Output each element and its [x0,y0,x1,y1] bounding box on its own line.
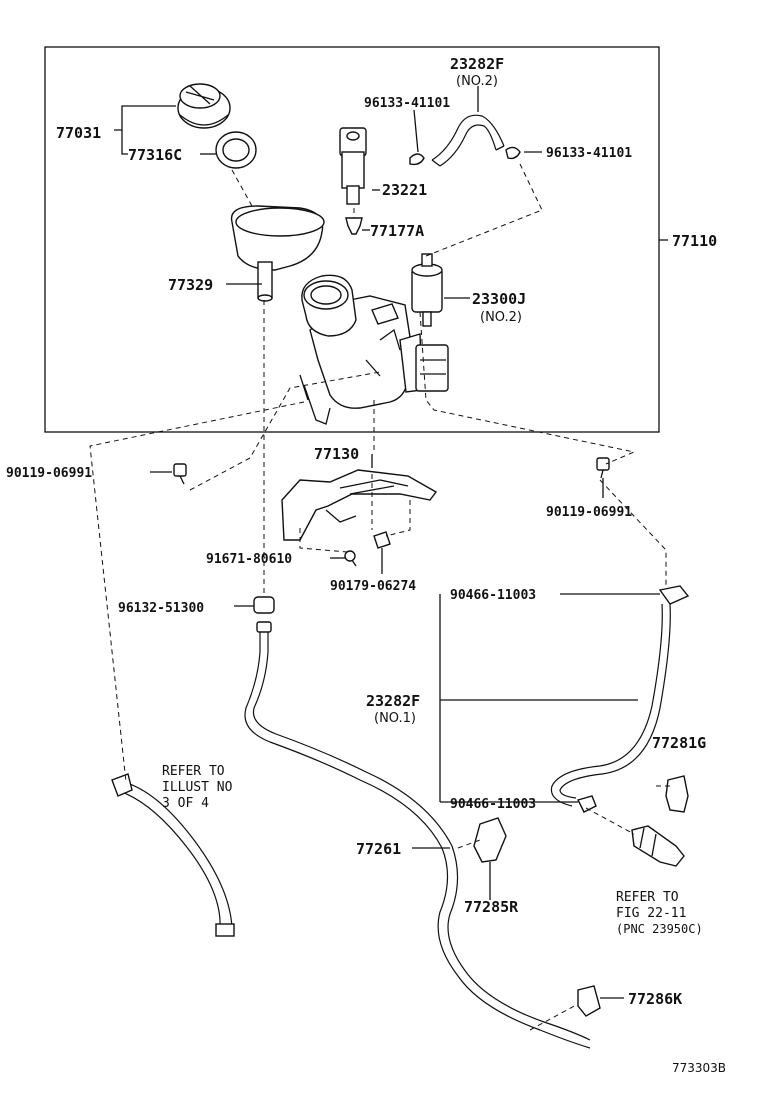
label-77285r: 77285R [464,898,519,916]
washer-nozzle [631,825,685,867]
label-77286k: 77286K [628,990,682,1008]
bolt-90119-left [173,463,187,485]
label-96133-a: 96133-41101 [364,96,450,111]
label-77261: 77261 [356,840,401,858]
note-refer-illust-3: 3 OF 4 [162,796,209,811]
filler-funnel [230,205,325,302]
label-77177a: 77177A [370,222,424,240]
note-refer-fig-3: (PNC 23950C) [616,922,703,936]
hose-clamps [409,146,521,166]
washer-hose-main [244,621,591,1049]
note-refer-illust-1: REFER TO [162,764,225,779]
label-23282f-top-sub: (NO.2) [456,74,498,89]
clip-77286k [577,985,601,1017]
clip-77281g [665,775,689,813]
note-refer-fig-2: FIG 22-11 [616,906,686,921]
label-77329: 77329 [168,276,213,294]
label-23300j-sub: (NO.2) [480,310,522,325]
label-23300j: 23300J [472,290,526,308]
figure-id: 773303B [672,1061,726,1075]
label-96133-b: 96133-41101 [546,146,632,161]
washer-reservoir [299,274,449,425]
label-23221: 23221 [382,181,427,199]
label-90119-right: 90119-06991 [546,505,632,520]
label-90466-bot: 90466-11003 [450,797,536,812]
filler-cap [177,83,231,129]
label-90466-top: 90466-11003 [450,588,536,603]
label-77110: 77110 [672,232,717,250]
fuel-filter [411,253,443,327]
washer-hose-no1 [550,585,690,813]
label-23282f-mid: 23282F [366,692,420,710]
note-refer-fig-1: REFER TO [616,890,679,905]
note-refer-illust-2: ILLUST NO [162,780,233,795]
clamp-96132 [253,596,275,614]
pipe-refer-illust [111,773,235,937]
label-77281g: 77281G [652,734,706,752]
gasket-ring [215,131,257,169]
label-77316c: 77316C [128,146,182,164]
mounting-bracket [281,469,438,541]
label-77130: 77130 [314,445,359,463]
label-90119-left: 90119-06991 [6,466,92,481]
label-23282f-top: 23282F [450,55,504,73]
label-77031: 77031 [56,124,101,142]
grommet [345,217,363,235]
callout-labels: 77031 77316C 77329 23282F (NO.2) 96133-4… [6,55,726,1075]
label-91671: 91671-80610 [206,552,292,567]
leader-lines [114,86,660,999]
bolt-91671 [344,550,357,567]
label-90179: 90179-06274 [330,579,416,594]
label-23282f-mid-sub: (NO.1) [374,711,416,726]
clip-77285r [473,817,507,863]
washer-pump [339,127,367,205]
dashed-relations [89,163,670,1031]
label-96132: 96132-51300 [118,601,204,616]
hose-no2 [431,114,505,167]
bolt-90119-right [596,457,610,479]
nut-90179 [373,531,391,549]
